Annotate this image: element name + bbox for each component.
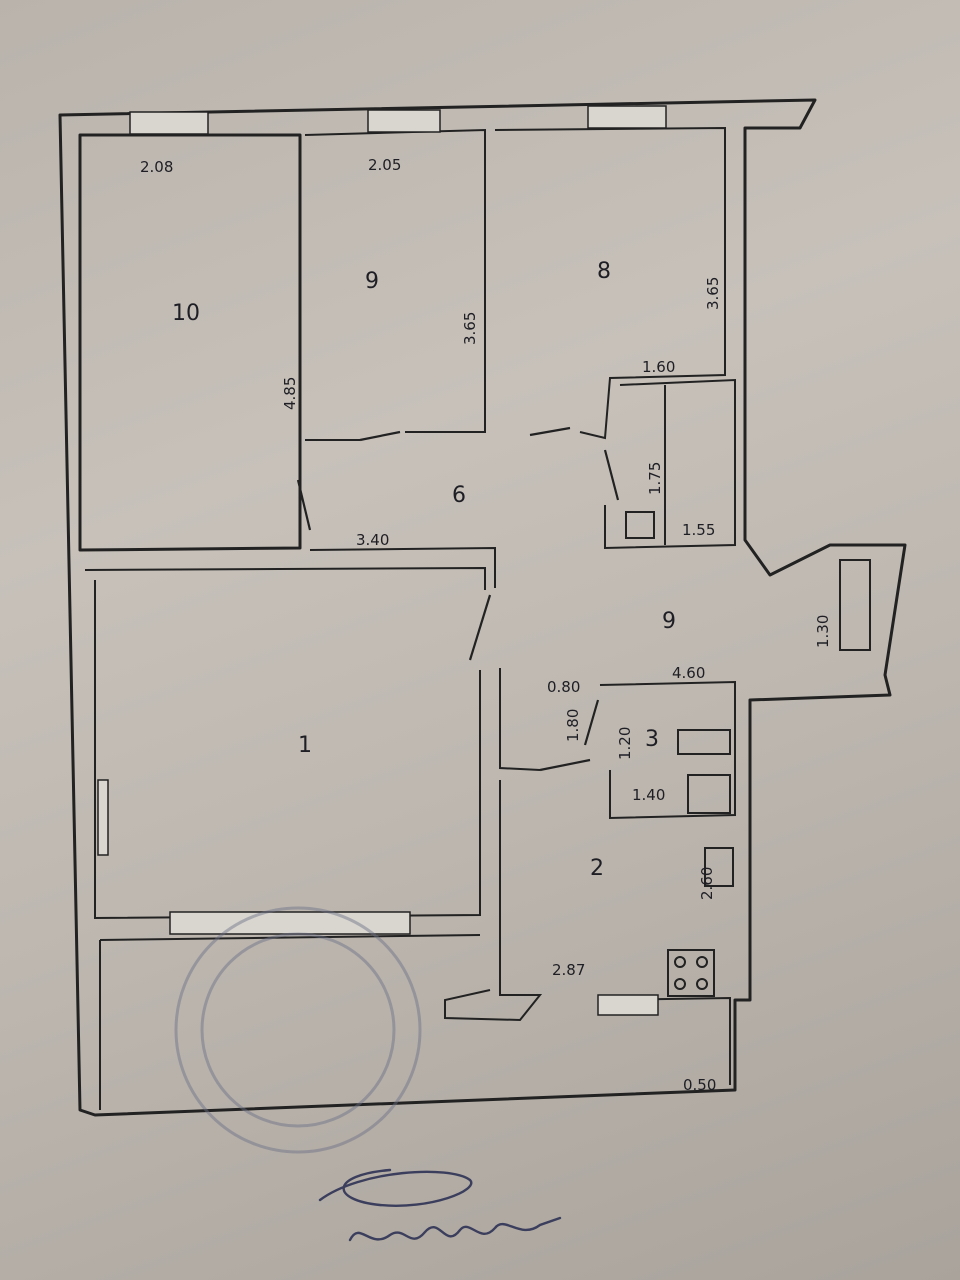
dim-room10-width: 2.08 — [140, 158, 173, 176]
doors — [296, 426, 620, 772]
window-room-10 — [129, 111, 209, 135]
bathtub-fixture — [687, 774, 731, 814]
dim-room6-width: 3.40 — [356, 531, 389, 549]
stove-fixture — [667, 949, 715, 997]
window-room-9a — [367, 109, 441, 133]
window-room-1 — [169, 911, 411, 935]
dim-balcony: 1.30 — [814, 615, 832, 648]
dim-bath-width: 1.40 — [632, 786, 665, 804]
room-number-3: 3 — [645, 727, 659, 752]
dim-kitchen-length: 2.60 — [698, 867, 716, 900]
interior-walls — [84, 126, 871, 1110]
dim-room10-length: 4.85 — [281, 377, 299, 410]
room-number-1: 1 — [298, 733, 312, 758]
dim-room9a-length: 3.65 — [461, 312, 479, 345]
sink-fixture — [677, 729, 731, 755]
window-room-8 — [587, 105, 667, 129]
dim-bath-length: 1.20 — [616, 727, 634, 760]
dimension-labels: 2.08 2.05 4.85 3.65 3.65 1.60 1.75 1.55 … — [140, 156, 832, 1094]
dim-kitchen-width: 2.87 — [552, 961, 585, 979]
dim-closet-width: 0.80 — [547, 678, 580, 696]
window-room-1-side — [97, 779, 109, 856]
window-room-2 — [597, 994, 659, 1016]
dim-closet-length: 1.80 — [564, 709, 582, 742]
room-number-6: 6 — [452, 483, 466, 508]
dim-wc-width: 1.55 — [682, 521, 715, 539]
toilet-fixture — [625, 511, 655, 539]
dim-room8-width: 1.60 — [642, 358, 675, 376]
dim-room9a-width: 2.05 — [368, 156, 401, 174]
exterior-walls — [58, 98, 907, 1117]
signature — [318, 1168, 562, 1242]
room-number-2: 2 — [590, 856, 604, 881]
dim-room9b-width: 4.60 — [672, 664, 705, 682]
dim-duct: 0.50 — [683, 1076, 716, 1094]
windows — [97, 105, 667, 1016]
room-number-9b: 9 — [662, 609, 676, 634]
room-number-10: 10 — [172, 301, 200, 326]
room-number-9a: 9 — [365, 269, 379, 294]
dim-room8-length: 3.65 — [704, 277, 722, 310]
room-labels: 10 9 8 6 9 1 3 2 — [172, 259, 676, 881]
official-stamp — [174, 906, 422, 1154]
room-number-8: 8 — [597, 259, 611, 284]
kitchen-sink-fixture — [704, 847, 734, 887]
dim-wc-length: 1.75 — [646, 462, 664, 495]
fixtures — [625, 511, 734, 997]
